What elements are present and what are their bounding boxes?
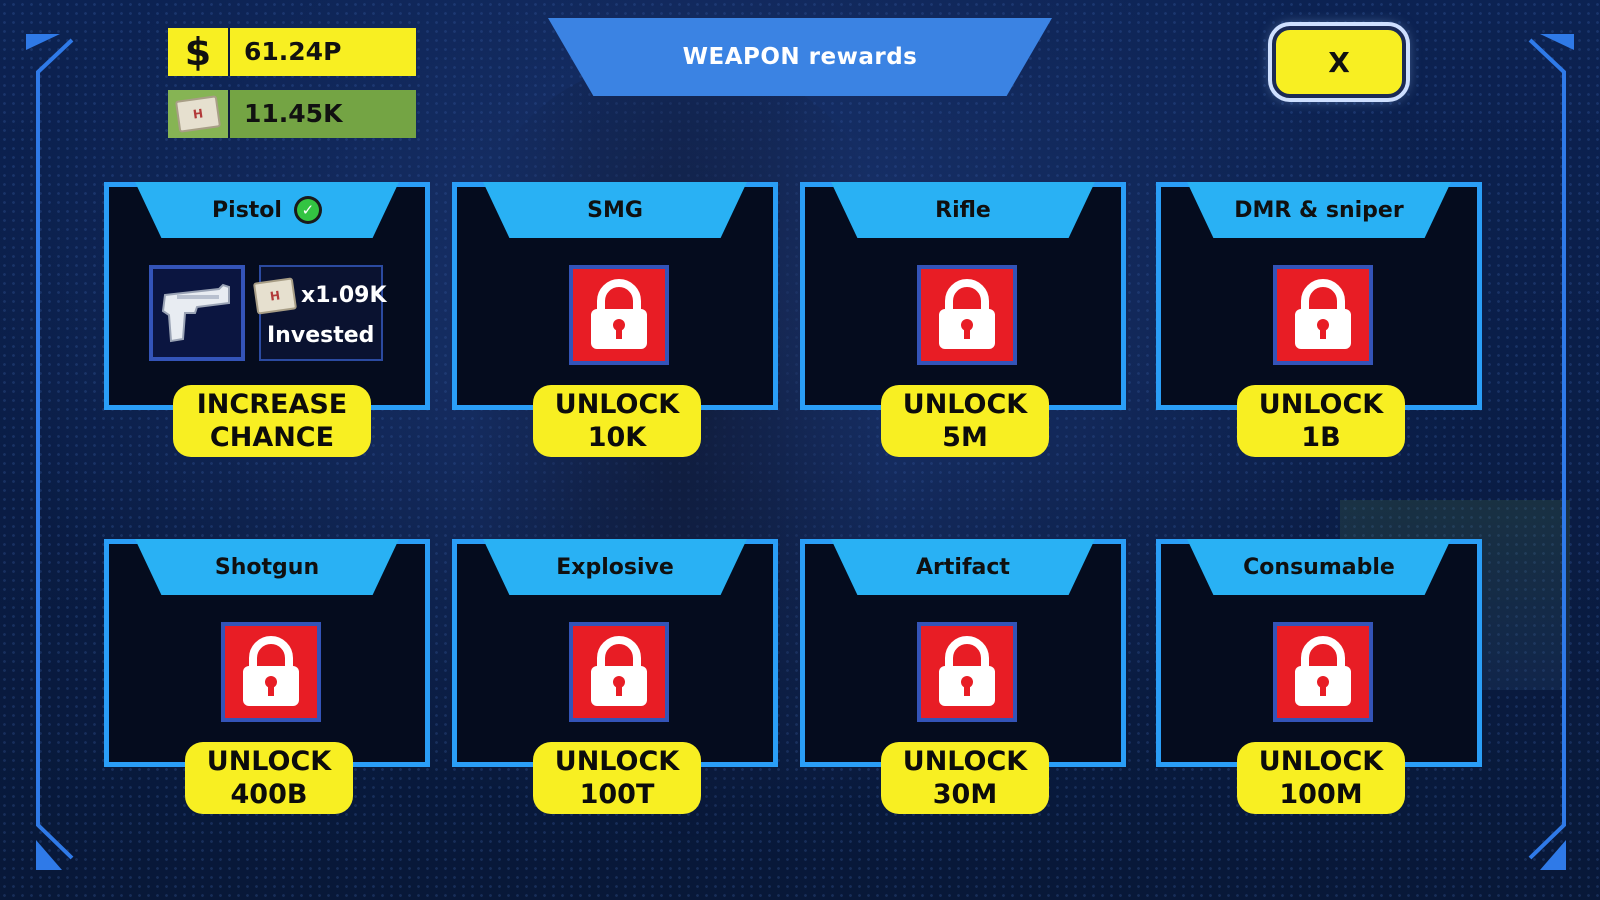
invested-panel: H x1.09K Invested xyxy=(252,265,387,361)
card-title: Explosive xyxy=(556,554,674,580)
lock-icon xyxy=(221,622,321,722)
card-header: Pistol ✓ xyxy=(135,182,399,238)
close-button[interactable]: X xyxy=(1272,26,1406,98)
card-header: Rifle xyxy=(831,182,1095,238)
card-header: Consumable xyxy=(1187,539,1451,595)
lock-icon xyxy=(569,622,669,722)
check-icon: ✓ xyxy=(293,196,322,224)
page-title: WEAPON rewards xyxy=(548,18,1052,96)
bucks-card-icon: H xyxy=(252,277,298,315)
card-title: Artifact xyxy=(916,554,1010,580)
card-header: Shotgun xyxy=(135,539,399,595)
lock-icon xyxy=(917,265,1017,365)
card-title: Shotgun xyxy=(214,554,320,580)
money-balance: $ 61.24P xyxy=(168,28,416,76)
increase-chance-button[interactable]: INCREASE CHANCE xyxy=(173,385,371,457)
card-header: SMG xyxy=(483,182,747,238)
lock-icon xyxy=(1273,265,1373,365)
bucks-card-icon: H xyxy=(174,95,222,133)
card-title: Pistol xyxy=(212,197,282,223)
invested-label: Invested xyxy=(267,323,375,348)
money-value: 61.24P xyxy=(230,28,416,76)
card-header: DMR & sniper xyxy=(1187,182,1451,238)
card-header: Explosive xyxy=(483,539,747,595)
card-header: Artifact xyxy=(831,539,1095,595)
reward-card-pistol: Pistol ✓ H x1.09K Invested INCREASE CHAN… xyxy=(104,182,430,457)
invested-multiplier: x1.09K xyxy=(301,283,387,308)
card-title: DMR & sniper xyxy=(1234,197,1404,223)
card-title: Rifle xyxy=(935,197,991,223)
card-title: Consumable xyxy=(1243,554,1395,580)
bucks-value: 11.45K xyxy=(230,90,416,138)
card-title: SMG xyxy=(587,197,643,223)
bucks-balance: H 11.45K xyxy=(168,90,416,138)
lock-icon xyxy=(1273,622,1373,722)
dollar-icon: $ xyxy=(178,32,218,72)
lock-icon xyxy=(569,265,669,365)
pistol-icon xyxy=(149,265,245,361)
lock-icon xyxy=(917,622,1017,722)
